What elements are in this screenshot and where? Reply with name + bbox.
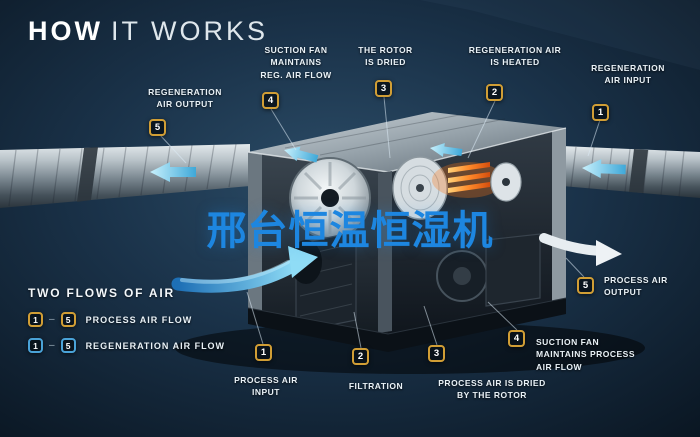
callout-label-suction-fan-process: SUCTION FAN MAINTAINS PROCESS AIR FLOW	[536, 337, 636, 372]
suction-fan-disc	[289, 157, 371, 239]
machine-base	[248, 298, 566, 352]
title-light: IT WORKS	[110, 16, 268, 46]
process-air-output-arrow	[539, 233, 605, 256]
callout-badge-process-dried: 3	[428, 345, 445, 362]
machine-top-panel	[248, 112, 566, 172]
callout-label-suction-fan-reg: SUCTION FAN MAINTAINS REG. AIR FLOW	[260, 45, 332, 80]
callout-label-rotor-dried: THE ROTOR IS DRIED	[358, 45, 413, 68]
legend-badge-process-start: 1	[28, 312, 43, 327]
callout-badge-reg-output: 5	[149, 119, 166, 136]
desiccant-rotor	[392, 156, 448, 220]
legend: TWO FLOWS OF AIR 1 – 5 PROCESS AIR FLOW …	[28, 286, 225, 364]
right-casing-edge	[552, 128, 566, 302]
machine-body	[247, 112, 567, 352]
legend-dash: –	[49, 314, 55, 325]
legend-row-process-air: 1 – 5 PROCESS AIR FLOW	[28, 312, 225, 327]
callout-badge-process-input: 1	[255, 344, 272, 361]
leader-lines	[159, 96, 601, 349]
callout-badge-suction-process: 4	[508, 330, 525, 347]
legend-label-regeneration-air: REGENERATION AIR FLOW	[85, 340, 226, 351]
callout-badge-suction-reg: 4	[262, 92, 279, 109]
callout-badge-rotor-dried: 3	[375, 80, 392, 97]
legend-row-regeneration-air: 1 – 5 REGENERATION AIR FLOW	[28, 338, 225, 353]
callout-badge-process-output: 5	[577, 277, 594, 294]
legend-badge-regen-end: 5	[60, 338, 76, 353]
duct-coupling	[629, 149, 648, 193]
airflow-arrows	[150, 141, 627, 293]
floor-shadow	[175, 322, 645, 374]
legend-badge-process-end: 5	[60, 312, 76, 327]
callout-label-process-air-dried: PROCESS AIR IS DRIED BY THE ROTOR	[438, 378, 546, 401]
callout-badge-reg-heated: 2	[486, 84, 503, 101]
component-box	[485, 233, 541, 307]
divider-wall	[378, 171, 392, 333]
scroll-fan	[436, 250, 488, 302]
regeneration-fan-disc	[490, 162, 522, 202]
legend-dash: –	[49, 340, 55, 351]
callout-label-process-air-input: PROCESS AIR INPUT	[234, 375, 298, 398]
heater	[432, 162, 504, 198]
title-bold: HOW	[28, 16, 103, 46]
callout-label-regeneration-air-output: REGENERATION AIR OUTPUT	[148, 87, 222, 110]
watermark-text: 邢台恒温恒湿机	[206, 209, 494, 253]
callout-label-regeneration-heated: REGENERATION AIR IS HEATED	[468, 45, 562, 68]
legend-title: TWO FLOWS OF AIR	[28, 286, 176, 300]
callout-label-regeneration-air-input: REGENERATION AIR INPUT	[591, 63, 665, 86]
legend-badge-regen-start: 1	[28, 338, 43, 353]
callout-label-filtration: FILTRATION	[348, 381, 404, 391]
callout-badge-filtration: 2	[352, 348, 369, 365]
right-duct	[562, 146, 700, 198]
callout-badge-reg-input: 1	[592, 104, 609, 121]
process-air-input-arrow	[171, 257, 303, 293]
duct-coupling	[77, 147, 98, 202]
callout-label-process-air-output: PROCESS AIR OUTPUT	[604, 275, 668, 298]
legend-label-process-air: PROCESS AIR FLOW	[85, 314, 193, 325]
